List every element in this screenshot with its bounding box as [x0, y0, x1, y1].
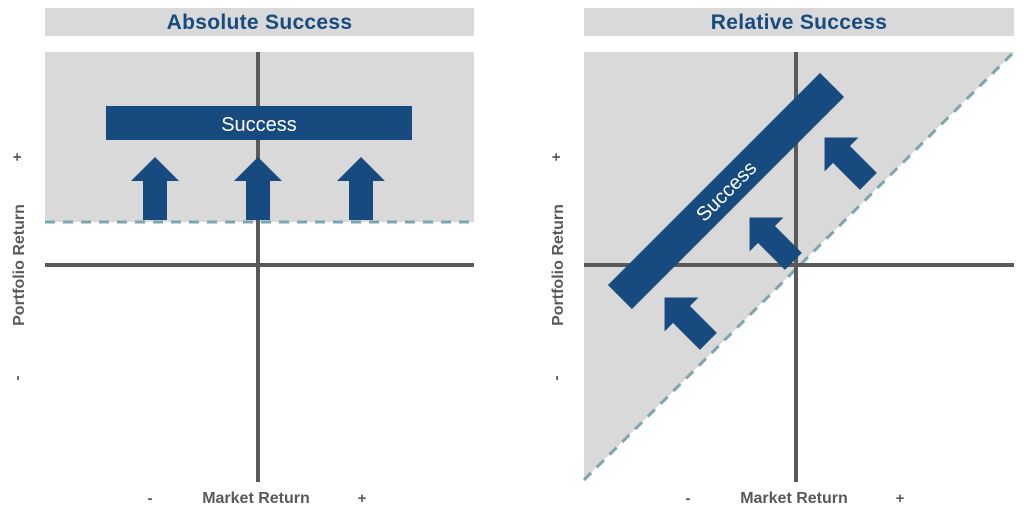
success-bar	[106, 106, 412, 140]
up-arrow-icon	[234, 157, 282, 220]
y-axis-minus: -	[9, 376, 26, 381]
relative-success-title: Relative Success	[584, 8, 1014, 36]
up-left-arrow-icon	[664, 297, 717, 350]
threshold-dashed-line	[582, 50, 1016, 482]
x-axis-label: Market Return	[740, 490, 848, 507]
absolute-success-title: Absolute Success	[45, 8, 474, 36]
x-axis-label: Market Return	[202, 490, 310, 507]
x-axis-minus: -	[148, 490, 153, 507]
up-arrow-icon	[337, 157, 385, 220]
absolute-success-panel: Success + Portfolio Return - - Market Re…	[9, 52, 474, 507]
up-arrow-icon	[131, 157, 179, 220]
x-axis-plus: +	[358, 490, 367, 507]
success-bar-label: Success	[221, 114, 297, 136]
x-axis-minus: -	[686, 490, 691, 507]
x-axis-plus: +	[896, 490, 905, 507]
y-axis-label: Portfolio Return	[550, 204, 567, 326]
y-axis-plus: +	[9, 152, 26, 161]
up-left-arrow-icon	[749, 217, 802, 270]
y-axis-minus: -	[548, 376, 565, 381]
y-axis-plus: +	[548, 152, 565, 161]
y-axis-label: Portfolio Return	[11, 204, 28, 326]
relative-success-panel: Success + Portfolio Return - - Market Re…	[548, 50, 1016, 507]
up-left-arrow-icon	[824, 137, 877, 190]
